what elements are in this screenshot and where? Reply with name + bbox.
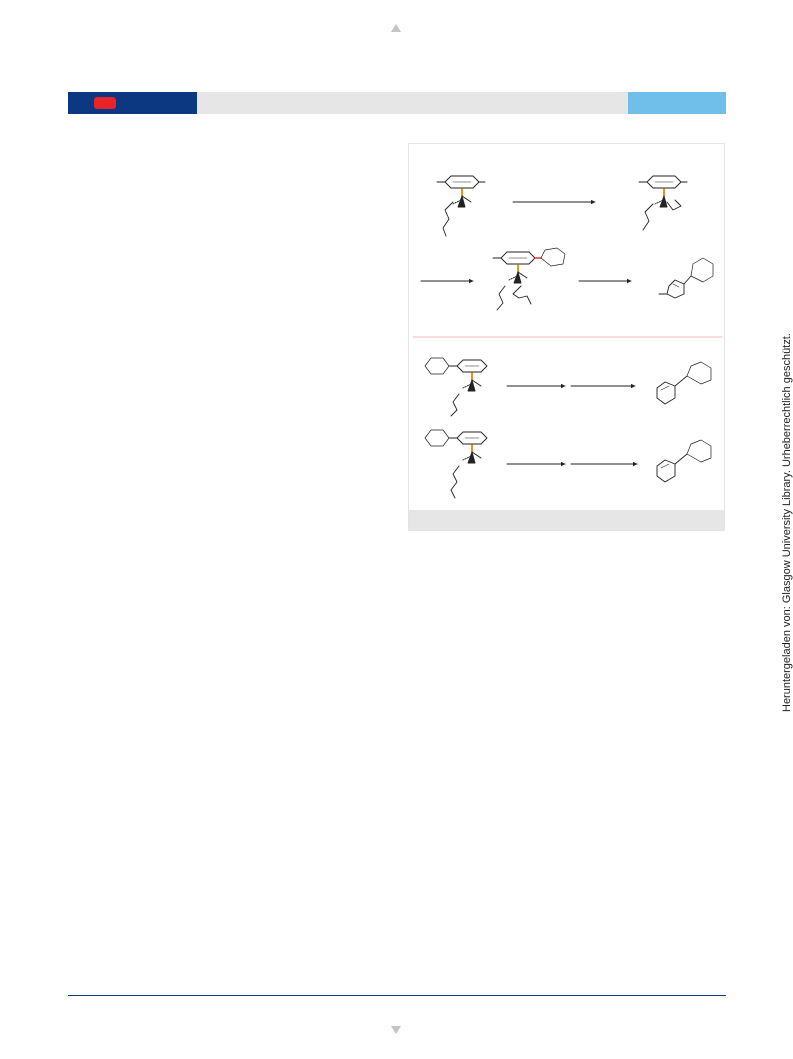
complex-4-structure <box>424 357 488 417</box>
product-aryl-amine-2 <box>656 361 712 405</box>
product-aryl-amine-3 <box>656 439 712 483</box>
reaction-scheme-figure <box>408 143 725 531</box>
product-aryl-amine-1 <box>658 257 714 299</box>
complex-5-structure <box>424 429 488 499</box>
complex-2-structure <box>638 175 688 231</box>
journal-logo-badge <box>94 97 116 109</box>
complex-3-structure <box>492 247 566 311</box>
complex-1-structure <box>436 175 486 237</box>
page-up-arrow-icon[interactable] <box>391 24 401 32</box>
journal-brand-block <box>68 92 197 114</box>
figure-caption-bar <box>409 510 724 530</box>
section-tab-block <box>628 92 726 114</box>
footer-divider <box>68 995 726 996</box>
download-notice: Heruntergeladen von: Glasgow University … <box>781 333 793 712</box>
reaction-scheme-drawing <box>412 175 723 499</box>
article-header-bar <box>68 92 726 114</box>
page-down-arrow-icon[interactable] <box>391 1026 401 1034</box>
